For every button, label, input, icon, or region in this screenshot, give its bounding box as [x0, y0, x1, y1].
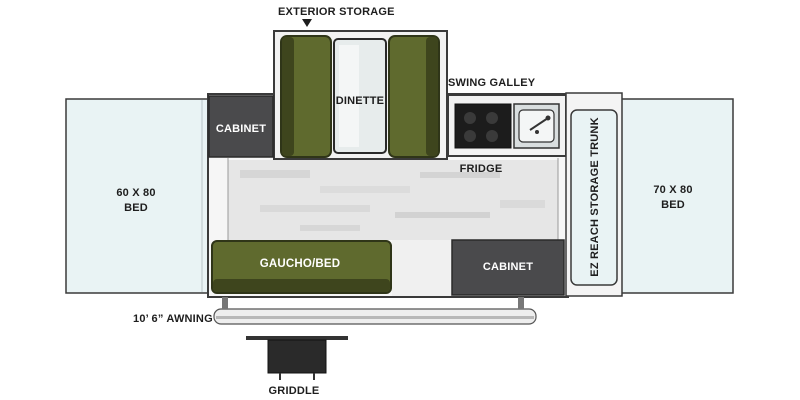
floor-area [228, 160, 558, 296]
label-left-bed: BED [124, 202, 148, 214]
label-left-bed-size: 60 X 80 [116, 187, 155, 199]
label-fridge: FRIDGE [460, 163, 503, 175]
exterior-storage-arrow [302, 19, 312, 27]
label-right-bed: BED [661, 199, 685, 211]
griddle [267, 339, 327, 374]
stove-icon [454, 103, 512, 149]
label-griddle: GRIDDLE [269, 385, 320, 397]
label-storage-trunk: EZ REACH STORAGE TRUNK [589, 117, 601, 276]
cabinet-bottom [451, 239, 565, 296]
label-swing-galley: SWING GALLEY [448, 77, 536, 89]
label-cabinet-bottom: CABINET [483, 261, 533, 273]
label-exterior-storage: EXTERIOR STORAGE [278, 6, 395, 18]
cabinet-top [208, 95, 274, 158]
label-cabinet-top: CABINET [216, 123, 266, 135]
left-bed [65, 98, 209, 294]
label-right-bed-size: 70 X 80 [653, 184, 692, 196]
label-dinette: DINETTE [336, 95, 384, 107]
label-gaucho-bed: GAUCHO/BED [260, 258, 341, 270]
right-bed [620, 98, 734, 294]
label-awning: 10’ 6” AWNING [133, 313, 213, 325]
